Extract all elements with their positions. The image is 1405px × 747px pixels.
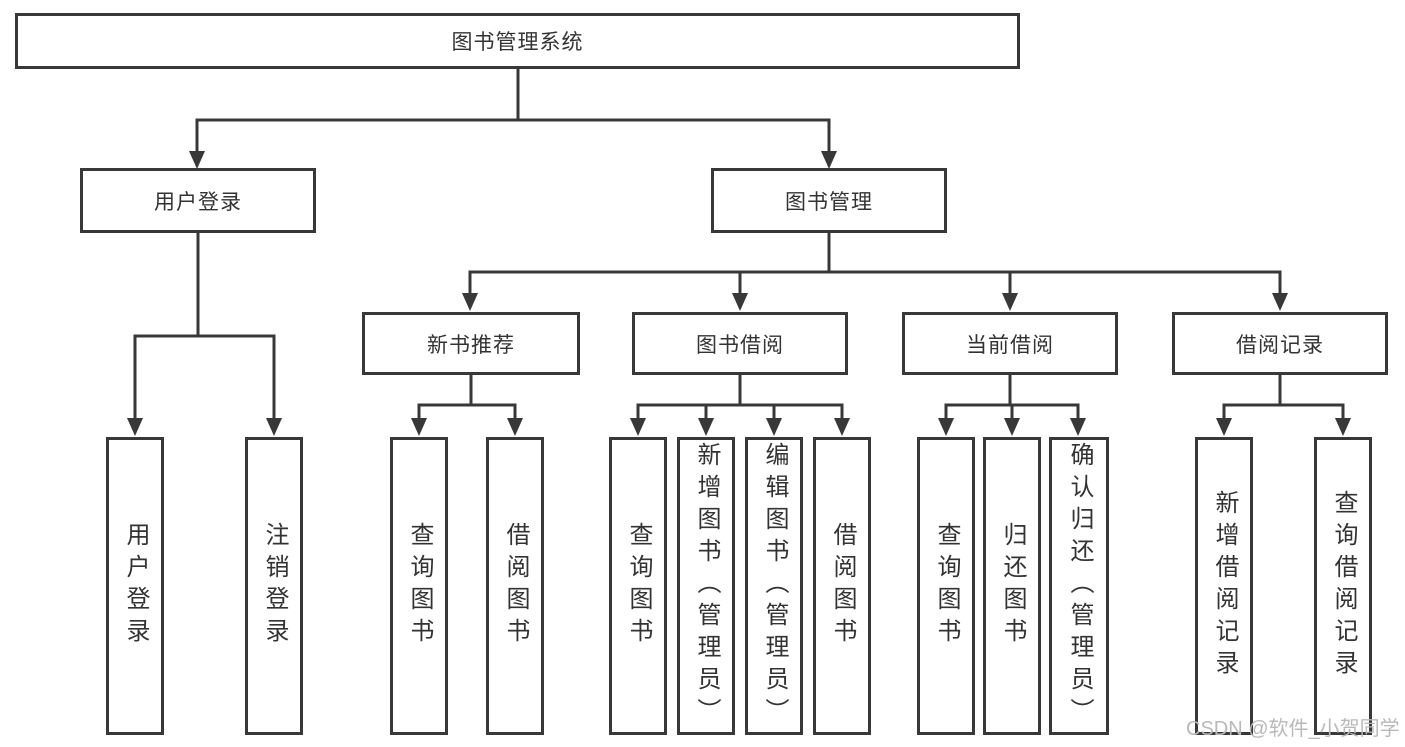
leaf-borrow-query-books-label: 查询图书 — [625, 522, 652, 650]
leaf-recommend-query-books-label: 查询图书 — [406, 522, 433, 650]
node-borrow-records: 借阅记录 — [1172, 312, 1388, 375]
node-user-login: 用户登录 — [80, 168, 316, 233]
leaf-recommend-query-books: 查询图书 — [390, 437, 448, 735]
leaf-query-borrow-record-label: 查询借阅记录 — [1330, 490, 1357, 682]
node-current-borrow-label: 当前借阅 — [966, 333, 1054, 357]
node-root-label: 图书管理系统 — [451, 31, 584, 54]
leaf-add-borrow-record-label: 新增借阅记录 — [1211, 490, 1238, 682]
leaf-current-query-books-label: 查询图书 — [933, 522, 960, 650]
node-root: 图书管理系统 — [15, 13, 1020, 69]
leaf-return-books-label: 归还图书 — [999, 522, 1026, 650]
node-book-borrow-label: 图书借阅 — [696, 333, 784, 357]
node-book-management-label: 图书管理 — [785, 190, 873, 214]
node-borrow-records-label: 借阅记录 — [1236, 333, 1324, 357]
leaf-edit-books-admin: 编辑图书（管理员） — [745, 437, 803, 735]
node-book-management: 图书管理 — [711, 168, 947, 233]
leaf-query-borrow-record: 查询借阅记录 — [1314, 437, 1372, 735]
leaf-user-login: 用户登录 — [106, 437, 164, 735]
leaf-confirm-return-admin-label: 确认归还（管理员） — [1066, 442, 1093, 730]
leaf-recommend-borrow-books: 借阅图书 — [486, 437, 544, 735]
leaf-recommend-borrow-books-label: 借阅图书 — [502, 522, 529, 650]
leaf-borrow-books: 借阅图书 — [813, 437, 871, 735]
leaf-borrow-query-books: 查询图书 — [609, 437, 667, 735]
node-current-borrow: 当前借阅 — [902, 312, 1118, 375]
leaf-edit-books-admin-label: 编辑图书（管理员） — [761, 442, 788, 730]
node-user-login-label: 用户登录 — [154, 190, 242, 214]
leaf-add-books-admin-label: 新增图书（管理员） — [693, 442, 720, 730]
leaf-add-books-admin: 新增图书（管理员） — [677, 437, 735, 735]
leaf-user-login-label: 用户登录 — [122, 522, 149, 650]
arrowheads — [127, 151, 1351, 436]
leaf-logout: 注销登录 — [245, 437, 303, 735]
leaf-borrow-books-label: 借阅图书 — [829, 522, 856, 650]
leaf-confirm-return-admin: 确认归还（管理员） — [1049, 437, 1109, 735]
csdn-watermark: CSDN @软件_小贺同学 — [1186, 718, 1400, 740]
node-new-book-recommend: 新书推荐 — [362, 312, 580, 375]
leaf-return-books: 归还图书 — [983, 437, 1041, 735]
tree-edges — [133, 68, 1345, 422]
node-book-borrow: 图书借阅 — [632, 312, 848, 375]
leaf-add-borrow-record: 新增借阅记录 — [1195, 437, 1253, 735]
leaf-current-query-books: 查询图书 — [917, 437, 975, 735]
leaf-logout-label: 注销登录 — [261, 522, 288, 650]
node-new-book-recommend-label: 新书推荐 — [427, 333, 515, 357]
